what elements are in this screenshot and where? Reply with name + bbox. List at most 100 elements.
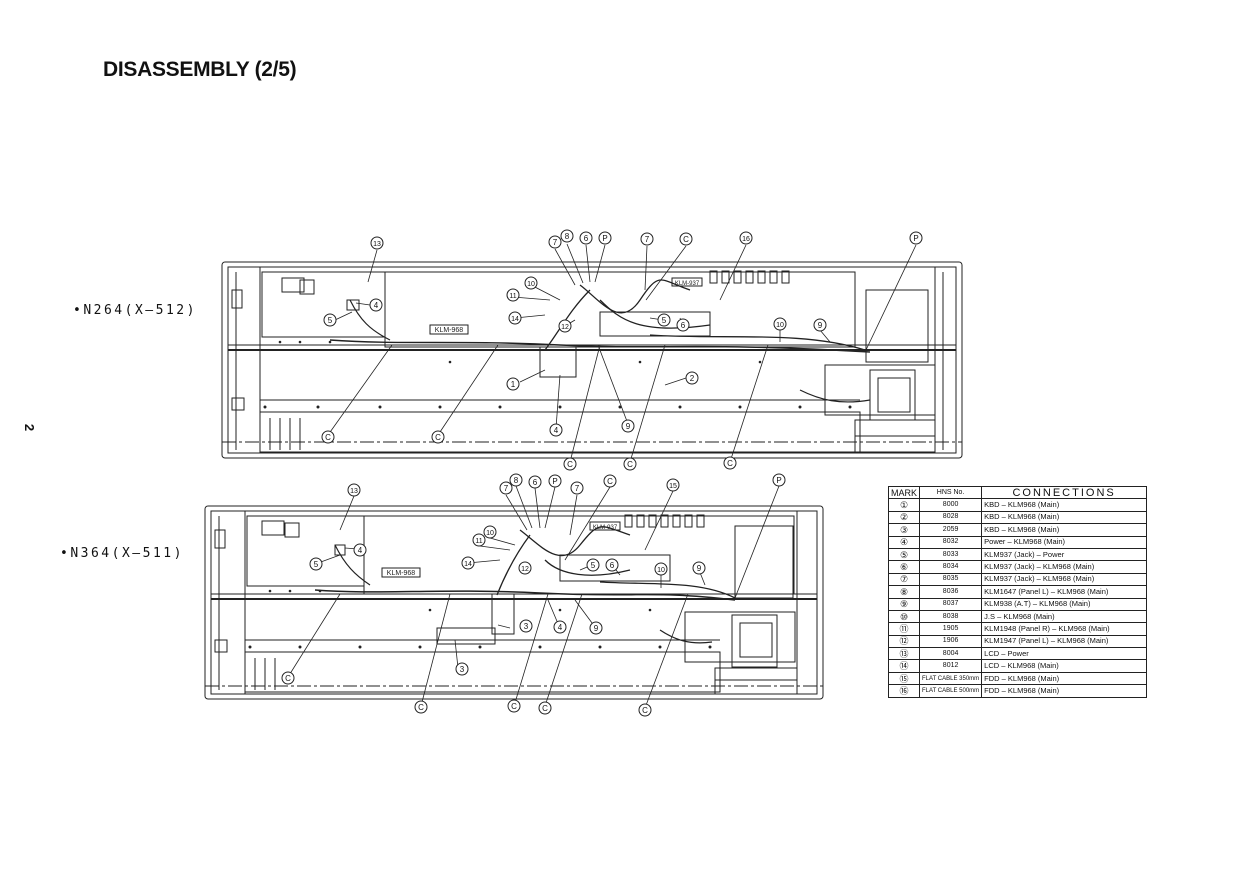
svg-text:10: 10 — [657, 567, 665, 574]
n364-chassis — [204, 505, 824, 700]
cell-mark: ④ — [887, 535, 921, 549]
cell-hns: FLAT CABLE 500mm — [919, 684, 983, 698]
board-label-bottom-main: KLM-968 — [387, 570, 416, 577]
svg-text:C: C — [418, 703, 424, 712]
model-label-n364: •N364(X–511) — [60, 546, 184, 561]
svg-text:C: C — [642, 706, 648, 715]
cell-connection: Power – KLM968 (Main) — [981, 535, 1147, 549]
callout-9: 9 — [621, 419, 635, 433]
callout-4: 4 — [353, 543, 367, 557]
callout-c: C — [507, 699, 521, 713]
n364-leader-lines — [287, 485, 780, 709]
callout-c: C — [414, 700, 428, 714]
cell-connection: KBD – KLM968 (Main) — [981, 510, 1147, 525]
svg-text:5: 5 — [662, 316, 667, 325]
cell-mark: ⑮ — [887, 671, 921, 686]
svg-text:1: 1 — [511, 380, 516, 389]
callout-c: C — [563, 457, 577, 471]
cell-hns: 8000 — [919, 498, 983, 512]
cell-connection: FDD – KLM968 (Main) — [981, 684, 1147, 698]
cell-connection: LCD – KLM968 (Main) — [981, 659, 1147, 673]
svg-text:P: P — [913, 234, 918, 243]
callout-9: 9 — [589, 621, 603, 635]
svg-text:3: 3 — [460, 665, 465, 674]
callout-8: 8 — [560, 229, 574, 243]
cell-hns: FLAT CABLE 350mm — [919, 671, 983, 686]
callout-13: 13 — [347, 483, 361, 497]
svg-text:7: 7 — [645, 235, 650, 244]
svg-text:16: 16 — [742, 236, 750, 243]
cell-connection: KLM1647 (Panel L) – KLM968 (Main) — [981, 585, 1147, 599]
svg-text:7: 7 — [553, 238, 558, 247]
callout-c: C — [431, 430, 445, 444]
svg-text:13: 13 — [350, 488, 358, 495]
cell-mark: ⑤ — [887, 547, 921, 562]
callout-5: 5 — [586, 558, 600, 572]
callout-7: 7 — [548, 235, 562, 249]
svg-text:5: 5 — [328, 316, 333, 325]
callout-11: 11 — [506, 288, 520, 302]
svg-text:14: 14 — [464, 561, 472, 568]
header-mark: MARK — [887, 485, 921, 500]
callout-10: 10 — [773, 317, 787, 331]
callout-15: 15 — [666, 478, 680, 492]
table-header-row: MARK HNS No. CONNECTIONS — [887, 485, 1147, 500]
svg-text:C: C — [435, 433, 441, 442]
svg-text:9: 9 — [697, 564, 702, 573]
svg-text:C: C — [325, 433, 331, 442]
callout-c: C — [679, 232, 693, 246]
callout-14: 14 — [461, 556, 475, 570]
svg-text:9: 9 — [594, 624, 599, 633]
svg-text:C: C — [683, 235, 689, 244]
n264-callouts: 13 7 8 6 P 7 C 16 P 10 11 14 12 4 5 5 6 … — [321, 229, 923, 471]
svg-text:C: C — [607, 477, 613, 486]
cell-connection: KBD – KLM968 (Main) — [981, 498, 1147, 512]
svg-text:15: 15 — [669, 483, 677, 490]
cell-connection: LCD – Power — [981, 647, 1147, 661]
callout-13: 13 — [370, 236, 384, 250]
cell-hns: 8033 — [919, 547, 983, 562]
callout-p: P — [909, 231, 923, 245]
callout-p: P — [772, 473, 786, 487]
cell-mark: ⑦ — [887, 572, 921, 587]
cell-connection: KLM938 (A.T) – KLM968 (Main) — [981, 597, 1147, 611]
callout-11: 11 — [472, 533, 486, 547]
cell-mark: ⑫ — [887, 634, 921, 649]
cell-hns: 8028 — [919, 510, 983, 525]
callout-4: 4 — [369, 298, 383, 312]
cell-mark: ⑥ — [887, 560, 921, 574]
callout-c: C — [603, 474, 617, 488]
cell-mark: ⑨ — [887, 597, 921, 611]
svg-text:7: 7 — [575, 484, 580, 493]
page-title: DISASSEMBLY (2/5) — [103, 58, 297, 81]
callout-4: 4 — [549, 423, 563, 437]
cell-hns: 8038 — [919, 609, 983, 624]
cell-hns: 8036 — [919, 585, 983, 599]
callout-c: C — [281, 671, 295, 685]
cell-mark: ⑯ — [887, 684, 921, 698]
callout-7: 7 — [640, 232, 654, 246]
svg-text:2: 2 — [690, 374, 695, 383]
svg-text:11: 11 — [509, 293, 516, 300]
callout-c: C — [638, 703, 652, 717]
cell-connection: KLM937 (Jack) – KLM968 (Main) — [981, 560, 1147, 574]
n364-callouts: 13 7 8 6 P 7 C 15 P 10 11 14 12 4 5 5 6 … — [281, 473, 786, 717]
cell-hns: 8037 — [919, 597, 983, 611]
svg-text:10: 10 — [527, 281, 535, 288]
cell-connection: KLM937 (Jack) – KLM968 (Main) — [981, 572, 1147, 587]
header-connections: CONNECTIONS — [981, 485, 1147, 500]
svg-text:6: 6 — [681, 321, 686, 330]
cell-connection: FDD – KLM968 (Main) — [981, 671, 1147, 686]
